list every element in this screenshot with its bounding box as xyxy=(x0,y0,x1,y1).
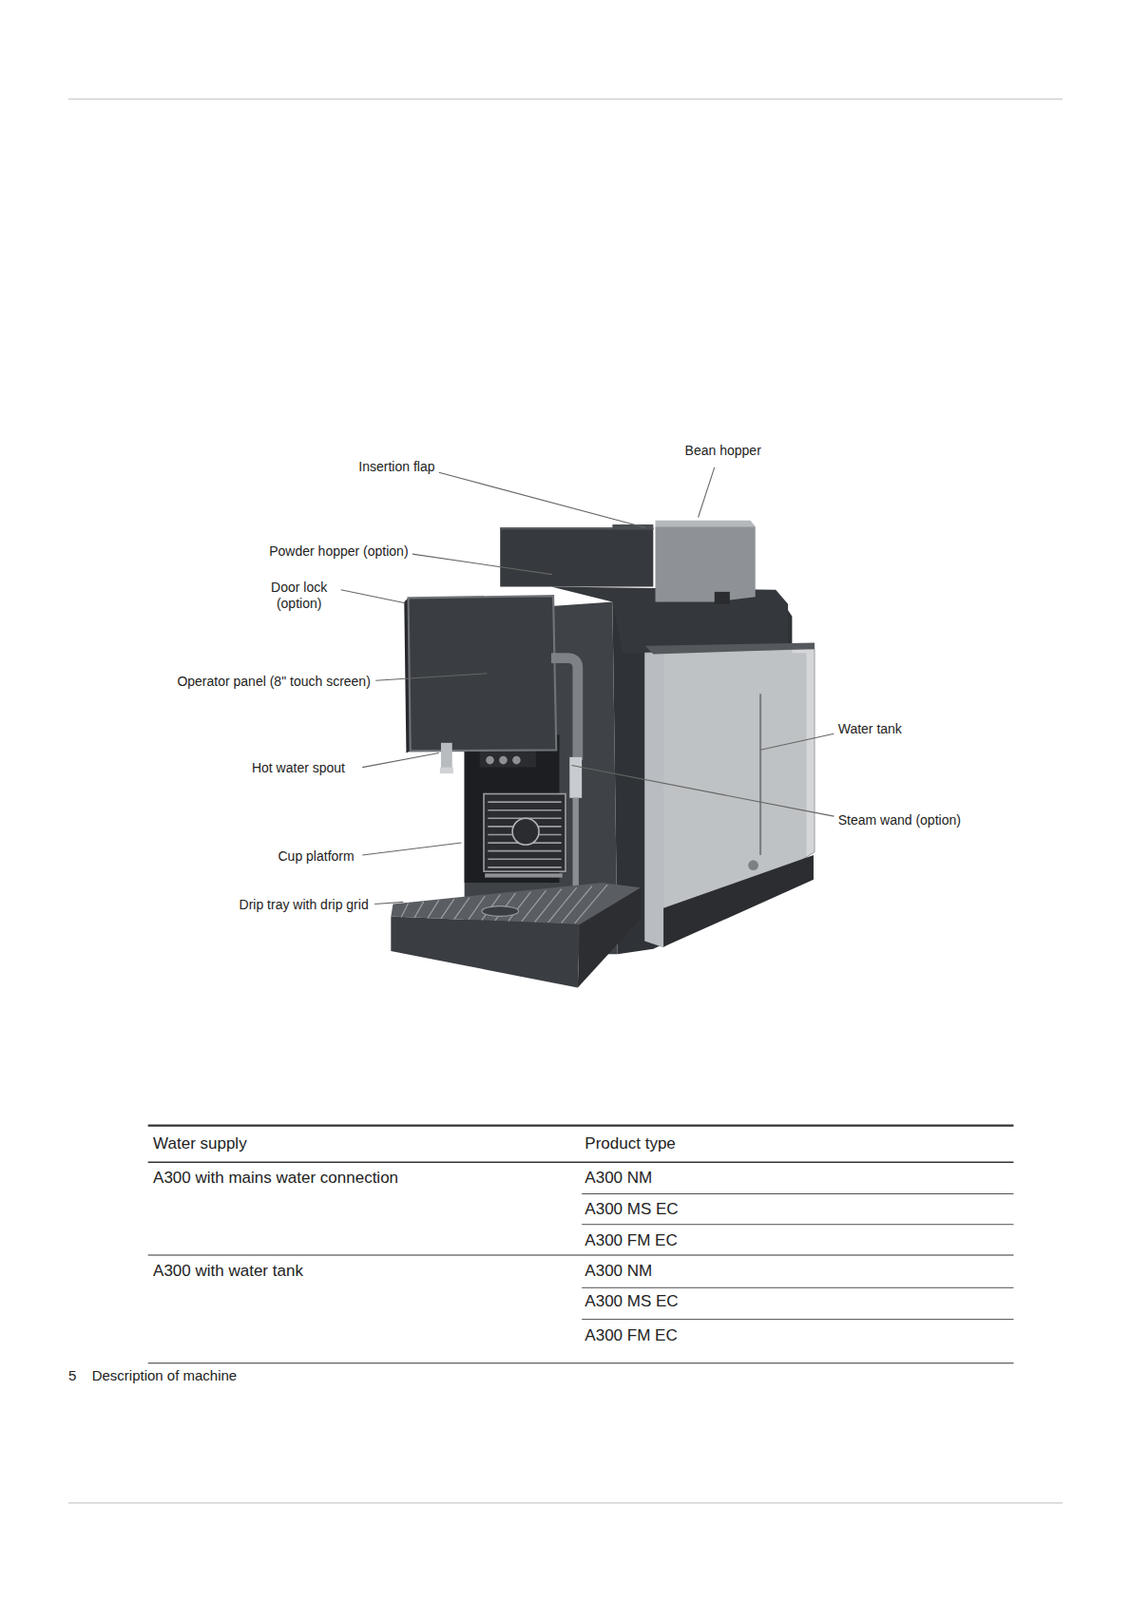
leader-line xyxy=(698,467,715,519)
grid-bars xyxy=(401,884,608,924)
tank-body xyxy=(645,649,815,948)
leader-line xyxy=(571,765,834,817)
scaled-drawing xyxy=(68,98,1063,1504)
coffee-outlet xyxy=(512,756,521,766)
bar xyxy=(401,902,409,918)
part-label: Powder hopper (option) xyxy=(268,543,408,560)
drain-opening xyxy=(481,906,519,918)
leader-line xyxy=(412,554,553,575)
bar xyxy=(441,899,455,920)
bar xyxy=(561,886,593,924)
bar xyxy=(468,896,485,921)
table-rule xyxy=(148,1254,1015,1256)
page-rules xyxy=(68,98,1063,1504)
steam-sleeve xyxy=(569,757,582,799)
bar xyxy=(414,901,424,919)
spout-tip xyxy=(440,767,454,774)
table-rules xyxy=(148,1126,1015,1364)
leader-line xyxy=(760,733,834,750)
leader-line xyxy=(375,673,487,682)
leader-line xyxy=(362,843,461,856)
part-label: Water tank xyxy=(838,720,902,737)
header-rule xyxy=(68,98,1063,100)
table-cell: A300 with mains water connection xyxy=(153,1169,399,1189)
tank-tube xyxy=(759,693,762,856)
table-cell: A300 MS EC xyxy=(584,1292,678,1312)
steam-arm xyxy=(551,658,578,761)
part-label: Drip tray with drip grid xyxy=(239,896,369,913)
bar xyxy=(575,884,608,924)
table-rule xyxy=(581,1193,1014,1195)
table-header: Water supply xyxy=(153,1134,248,1154)
leader-line xyxy=(362,753,440,768)
leader-line xyxy=(374,901,403,904)
bar xyxy=(487,809,561,812)
table-cell: A300 with water tank xyxy=(153,1262,304,1282)
bar xyxy=(508,892,532,922)
part-label: Steam wand (option) xyxy=(838,812,961,829)
platform-center xyxy=(512,818,539,845)
bar xyxy=(487,866,561,869)
bar xyxy=(487,801,561,804)
leader-lines xyxy=(341,467,835,905)
tank-base xyxy=(663,855,814,948)
leader-line xyxy=(341,590,406,604)
leader-line xyxy=(439,472,646,528)
part-label: Bean hopper xyxy=(685,441,762,459)
tank-lid xyxy=(645,643,815,655)
part-label: Insertion flap xyxy=(358,458,435,475)
tray-side xyxy=(577,887,642,988)
powder-hopper xyxy=(499,527,653,587)
table-cell: A300 MS EC xyxy=(584,1199,678,1219)
section-title: Description of machine xyxy=(92,1367,238,1385)
platform-bars xyxy=(487,802,561,868)
part-label: Operator panel (8" touch screen) xyxy=(176,673,370,691)
bar xyxy=(521,890,547,922)
table-cell: A300 FM EC xyxy=(584,1231,677,1251)
table-rule xyxy=(581,1287,1014,1289)
water-tank xyxy=(645,643,815,948)
bar xyxy=(535,889,562,923)
table-header: Product type xyxy=(584,1134,675,1154)
coffee-outlet xyxy=(498,756,508,766)
drip-tray xyxy=(390,882,641,989)
table-rule xyxy=(148,1124,1015,1127)
table-cell: A300 FM EC xyxy=(584,1326,677,1346)
table-rule xyxy=(148,1161,1015,1164)
coffee-machine xyxy=(390,520,815,989)
bar xyxy=(427,900,440,919)
platform-rail xyxy=(484,873,563,878)
bar xyxy=(487,850,561,853)
bar xyxy=(548,887,577,923)
insertion-flap xyxy=(612,524,653,530)
bean-hopper-lid xyxy=(654,520,755,527)
table-cell: A300 NM xyxy=(584,1169,653,1189)
part-label: Hot water spout xyxy=(251,759,346,776)
part-label: Cup platform xyxy=(278,848,355,865)
bar xyxy=(454,898,470,921)
hopper-collar xyxy=(714,592,730,605)
page-number: 5 xyxy=(68,1367,77,1385)
platform-frame xyxy=(483,794,566,873)
cup-platform xyxy=(483,794,566,879)
tray-front xyxy=(390,916,580,988)
table-rule xyxy=(148,1362,1015,1364)
tank-front xyxy=(645,652,664,947)
table-rule xyxy=(581,1319,1014,1321)
tank-valve xyxy=(748,860,759,871)
part-label: Door lock (option) xyxy=(261,579,338,613)
footer-rule xyxy=(68,1502,1063,1504)
table-rule xyxy=(581,1224,1014,1226)
coffee-outlet xyxy=(485,756,495,766)
table-cell: A300 NM xyxy=(584,1262,653,1282)
bar xyxy=(487,858,561,861)
bean-hopper xyxy=(654,526,755,602)
